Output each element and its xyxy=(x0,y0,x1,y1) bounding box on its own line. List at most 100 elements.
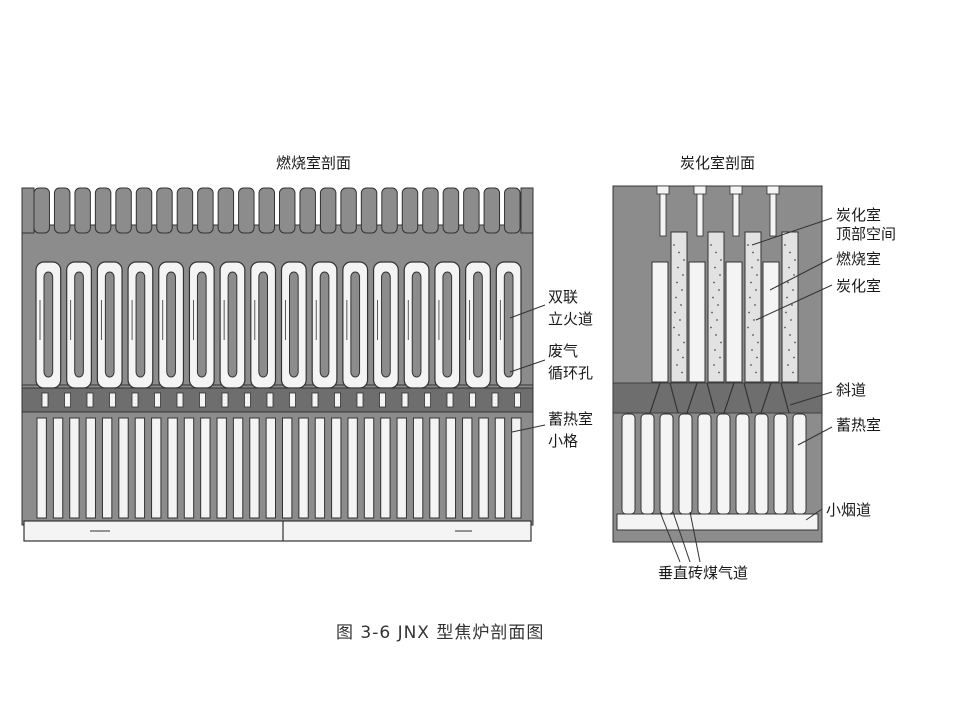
coal-dot xyxy=(794,259,796,261)
regenerator-cell xyxy=(429,417,440,519)
flue-partition xyxy=(166,271,176,378)
regenerator-cell xyxy=(735,413,750,515)
coal-dot xyxy=(717,304,719,306)
coal-dot xyxy=(748,311,750,314)
regenerator-cell xyxy=(200,417,211,519)
left-diagram-title: 燃烧室剖面 xyxy=(276,154,352,172)
label-regenerator: 蓄热室 xyxy=(836,416,882,434)
coal-dot xyxy=(757,341,759,344)
label-inclined-flue: 斜道 xyxy=(836,381,867,399)
coal-dot xyxy=(784,326,786,329)
regenerator-cell xyxy=(167,417,178,519)
regenerator-cell xyxy=(716,413,731,515)
wall-tooth xyxy=(483,187,501,234)
coal-dot xyxy=(674,311,676,314)
label-recirculation-hole: 废气 循环孔 xyxy=(548,342,594,382)
coal-dot xyxy=(793,356,795,359)
coal-dot xyxy=(715,251,717,254)
regenerator-cell xyxy=(754,413,769,515)
flue-partition xyxy=(258,271,268,378)
inclined-flue xyxy=(649,382,679,414)
leader-line xyxy=(797,426,833,446)
coal-dot xyxy=(719,356,721,359)
coal-dot xyxy=(791,304,793,306)
end-wall-left xyxy=(21,187,35,234)
charging-hole-cap xyxy=(693,185,707,195)
wall-tooth xyxy=(340,187,357,234)
recirculation-hole xyxy=(41,392,49,408)
regenerator-cell xyxy=(151,417,162,519)
coal-dot xyxy=(675,296,677,299)
coal-dot xyxy=(789,251,791,254)
coal-dot xyxy=(787,364,789,366)
wall-tooth xyxy=(238,187,255,234)
flue-partition xyxy=(289,271,299,378)
coal-dot xyxy=(793,274,795,276)
recirculation-hole xyxy=(109,392,116,408)
leader-line xyxy=(659,511,681,563)
wall-tooth xyxy=(463,187,480,234)
flue-partition xyxy=(74,271,84,378)
combustion-flue xyxy=(688,261,706,383)
regenerator-cell xyxy=(232,417,244,519)
coal-dot xyxy=(713,364,715,366)
coal-dot xyxy=(756,274,758,276)
coal-dot xyxy=(710,244,712,246)
coal-dot xyxy=(711,311,713,314)
right-diagram-title: 炭化室剖面 xyxy=(680,154,756,172)
coal-dot xyxy=(673,244,675,246)
coal-dot xyxy=(747,244,749,246)
coal-dot xyxy=(790,319,792,321)
wall-tooth xyxy=(442,187,460,234)
regenerator-cell xyxy=(678,413,693,515)
regenerator-cell xyxy=(282,417,293,519)
wall-tooth xyxy=(319,187,337,234)
coal-dot xyxy=(785,311,787,314)
recirculation-hole xyxy=(266,392,274,408)
coal-dot xyxy=(753,319,755,321)
regenerator-cell xyxy=(697,413,712,515)
recirculation-hole xyxy=(514,392,521,408)
coal-dot xyxy=(710,326,712,329)
coal-dot xyxy=(756,356,758,359)
coal-dot xyxy=(676,364,678,366)
inclined-flue-zone xyxy=(612,382,823,414)
coal-dot xyxy=(679,319,681,321)
regenerator-cell xyxy=(36,417,47,519)
flue-partition xyxy=(319,271,330,378)
coal-dot xyxy=(788,349,790,351)
regenerator-cell xyxy=(792,413,807,515)
recirculation-hole xyxy=(86,392,94,408)
leader-line xyxy=(509,304,546,319)
recirculation-hole xyxy=(289,392,296,408)
coal-dot xyxy=(718,289,720,291)
end-wall-right xyxy=(520,187,534,234)
flue-partition xyxy=(196,271,207,378)
recirculation-hole xyxy=(64,392,71,408)
regenerator-cell xyxy=(69,417,80,519)
leader-line xyxy=(509,359,546,373)
regenerator-cell xyxy=(412,417,424,519)
coal-dot xyxy=(788,266,790,269)
flue-partition xyxy=(350,271,361,378)
regenerator-cell xyxy=(396,417,407,519)
regenerator-cell xyxy=(445,417,457,519)
label-leader-lines xyxy=(509,217,833,563)
wall-tooth xyxy=(115,187,132,234)
charging-hole-cap xyxy=(656,185,670,195)
coal-dot xyxy=(787,281,789,284)
inclined-flue xyxy=(723,382,753,414)
wall-tooth xyxy=(217,187,235,234)
coking-chamber xyxy=(670,231,688,383)
wall-tooth xyxy=(422,187,439,234)
coal-dot xyxy=(794,341,796,344)
flue-partition xyxy=(442,271,453,378)
coal-dot xyxy=(754,304,756,306)
recirculation-hole xyxy=(446,392,454,408)
recirculation-hole xyxy=(176,392,184,408)
flue-partition xyxy=(135,271,146,378)
leader-line xyxy=(789,391,833,406)
label-combustion-chamber: 燃烧室 xyxy=(836,250,882,268)
leader-line xyxy=(689,511,701,563)
wall-tooth xyxy=(156,187,173,234)
